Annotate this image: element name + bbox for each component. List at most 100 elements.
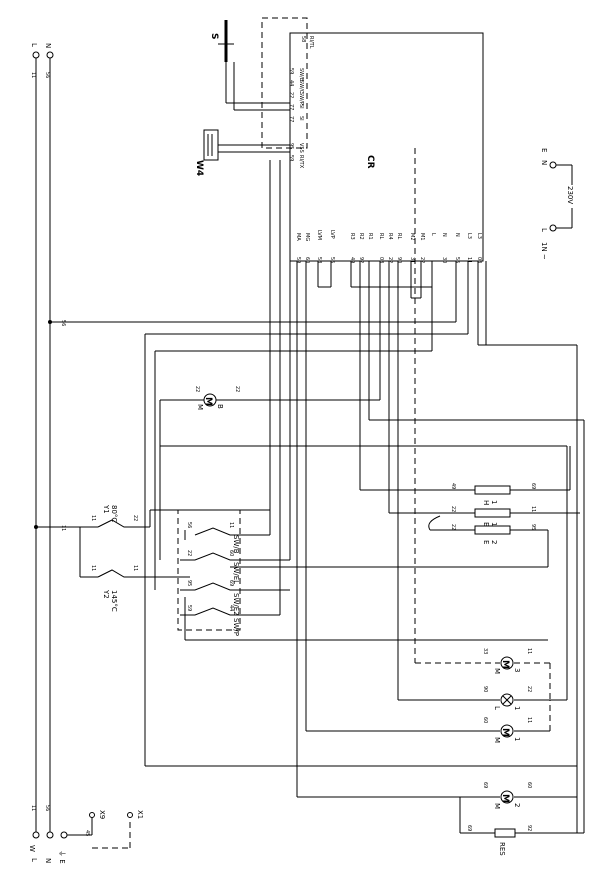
svg-text:31: 31 bbox=[409, 257, 415, 263]
lamp-l1: 90 22 L 1 bbox=[398, 686, 567, 710]
switch-block bbox=[177, 160, 549, 641]
pin-swb-num: 59 bbox=[288, 68, 294, 74]
supply-voltage: 230V bbox=[566, 186, 574, 204]
terminal-w: W bbox=[28, 845, 36, 852]
res-label: RES bbox=[498, 842, 506, 856]
y2-name: Y2 bbox=[102, 589, 110, 599]
e2-sub: 2 bbox=[490, 540, 498, 544]
svg-text:90: 90 bbox=[396, 257, 402, 263]
l1-sub: 1 bbox=[513, 706, 521, 710]
y2-pin-right: 11 bbox=[132, 565, 138, 571]
svg-text:49: 49 bbox=[349, 257, 355, 263]
svg-text:92: 92 bbox=[526, 825, 532, 831]
svg-text:N: N bbox=[441, 233, 447, 237]
pin-si1-name: SI bbox=[298, 104, 304, 109]
svg-text:MG: MG bbox=[304, 233, 310, 241]
y2-pin-left: 11 bbox=[90, 565, 96, 571]
pin-swp-num: 22 bbox=[288, 92, 294, 98]
svg-text:33: 33 bbox=[482, 648, 488, 654]
pin-swb-name: SW/B bbox=[298, 68, 304, 82]
svg-text:59: 59 bbox=[295, 257, 301, 263]
main-lines bbox=[32, 51, 68, 839]
w4-label: W4 bbox=[194, 160, 204, 176]
supply-n: N bbox=[540, 160, 548, 165]
e1-name: E bbox=[482, 522, 490, 526]
board-right-pins: 59 SW/B 44 SW/C 22 SW/P 77 SI 77 SI 95 V… bbox=[288, 62, 304, 169]
svg-text:95: 95 bbox=[186, 580, 192, 586]
svg-text:49: 49 bbox=[450, 483, 456, 489]
pin-ritl-num: 58 bbox=[300, 36, 306, 42]
m1-name: M bbox=[493, 737, 501, 743]
main-terminal-labels: L N 11 56 11 56 W L N ⏚ E 56 11 bbox=[28, 43, 66, 864]
x9-label: X9 bbox=[98, 810, 106, 819]
svg-text:N: N bbox=[454, 233, 460, 237]
heater-h1: 49 69 H 1 bbox=[360, 446, 571, 505]
heater-e2: 22 95 E 2 bbox=[428, 515, 548, 544]
svg-text:22: 22 bbox=[419, 257, 425, 263]
e2-name: E bbox=[482, 540, 490, 544]
svg-text:69: 69 bbox=[530, 483, 536, 489]
mb-sub: B bbox=[216, 404, 224, 409]
wire-label-56-bottom: 56 bbox=[44, 805, 50, 811]
pin-swc-name: SW/C bbox=[298, 80, 304, 94]
svg-text:M: M bbox=[500, 660, 510, 669]
svg-text:M: M bbox=[500, 728, 510, 737]
svg-text:60: 60 bbox=[228, 550, 234, 556]
svg-text:LVM: LVM bbox=[316, 230, 322, 240]
mb-name: M bbox=[196, 404, 204, 410]
pin-vss-name: VSS bbox=[298, 143, 304, 153]
svg-text:R2: R2 bbox=[358, 233, 364, 240]
pin-vss-num: 95 bbox=[288, 143, 294, 149]
pin-ritl-name: RI/TL bbox=[308, 36, 314, 49]
terminal-top-n: N bbox=[44, 43, 52, 48]
m3-name: M bbox=[493, 668, 501, 674]
switch-labels: 56 11 SW/B 22 60 SW/EL 95 69 SW/E2 59 44… bbox=[186, 522, 240, 636]
pin-si1-num: 77 bbox=[288, 104, 294, 110]
svg-text:90: 90 bbox=[482, 686, 488, 692]
svg-text:MA: MA bbox=[295, 233, 301, 241]
terminal-top-l: L bbox=[30, 43, 38, 47]
h1-sub: 1 bbox=[490, 500, 498, 504]
wire-label-56-top: 56 bbox=[44, 72, 50, 78]
svg-text:95: 95 bbox=[530, 524, 536, 530]
y1-pin-left: 11 bbox=[90, 515, 96, 521]
svg-text:58: 58 bbox=[316, 257, 322, 263]
m2-sub: 2 bbox=[513, 803, 521, 807]
svg-text:RL: RL bbox=[378, 233, 384, 239]
h1-name: H bbox=[482, 500, 490, 505]
svg-text:69: 69 bbox=[466, 825, 472, 831]
l1-name: L bbox=[493, 706, 501, 710]
svg-text:11: 11 bbox=[526, 717, 532, 723]
x1-label: X1 bbox=[136, 810, 144, 819]
sw-e2-label: SW/E2 bbox=[232, 593, 240, 616]
svg-text:RL: RL bbox=[396, 233, 402, 239]
supply-l: L bbox=[540, 228, 548, 232]
sw-b-label: SW/B bbox=[232, 535, 240, 554]
supply-e: E bbox=[540, 148, 548, 152]
control-board: CR 58 RI/TL bbox=[261, 17, 484, 262]
pin-si2-name: SI bbox=[298, 116, 304, 121]
resistor-res: 69 92 RES bbox=[459, 797, 584, 856]
svg-text:11: 11 bbox=[530, 506, 536, 512]
svg-text:69: 69 bbox=[228, 580, 234, 586]
board-wiring bbox=[50, 261, 585, 833]
heater-e1: 22 11 E 1 bbox=[389, 506, 580, 526]
svg-text:03: 03 bbox=[476, 257, 482, 263]
sw-p-label: SW/P bbox=[232, 618, 240, 636]
pin-si2-num: 77 bbox=[288, 116, 294, 122]
motor-mb: M 22 22 M B bbox=[160, 378, 381, 410]
motor-m3: M 33 11 M 3 bbox=[414, 148, 551, 700]
svg-text:M: M bbox=[203, 397, 213, 406]
svg-text:60: 60 bbox=[526, 782, 532, 788]
sensor-s-label: S bbox=[209, 33, 219, 39]
m2-name: M bbox=[493, 803, 501, 809]
motor-m1: M 60 11 M 1 bbox=[306, 700, 551, 743]
wire-label-11-mid: 11 bbox=[60, 525, 66, 531]
svg-text:59: 59 bbox=[186, 605, 192, 611]
y1-temp: 80°C bbox=[110, 505, 118, 522]
e1-sub: 1 bbox=[490, 522, 498, 526]
sensor-s: S bbox=[209, 20, 290, 111]
y1-name: Y1 bbox=[102, 504, 110, 514]
